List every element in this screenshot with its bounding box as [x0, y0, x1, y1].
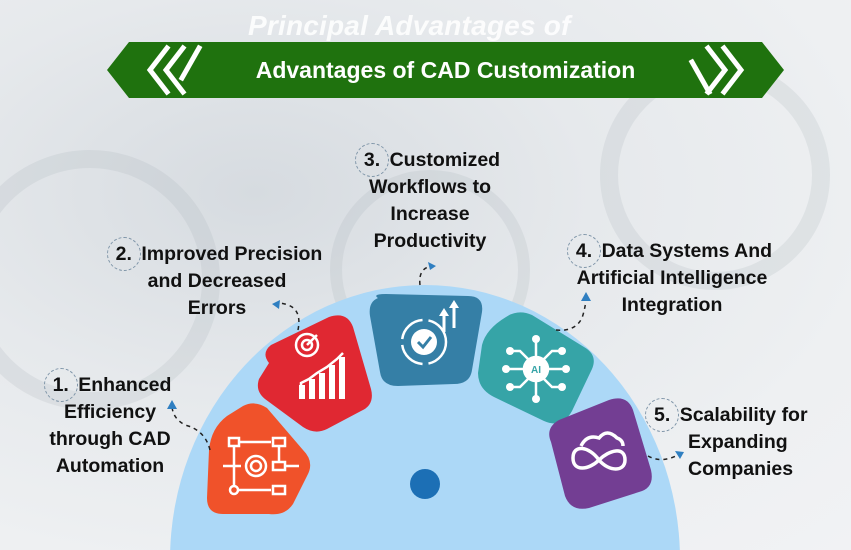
advantage-label-5: 5. Scalability for Expanding Companies [644, 398, 840, 483]
ai-network-icon [508, 341, 564, 397]
banner-shape [107, 42, 784, 98]
number-badge: 2. [106, 237, 141, 271]
cloud-infinity-icon [571, 431, 627, 471]
ghost-title: Principal Advantages of [248, 10, 571, 41]
banner-title: Advantages of CAD Customization [255, 57, 636, 83]
center-dot [410, 469, 440, 499]
number-badge: 1. [43, 368, 78, 402]
target-growth-chart-icon [294, 332, 344, 397]
arrowhead-icon [167, 262, 684, 459]
advantage-label-2: 2. Improved Precision and Decreased Erro… [92, 237, 342, 322]
title-banner: Advantages of CAD Customization [107, 42, 784, 98]
advantage-label-3: 3. Customized Workflows to Increase Prod… [340, 143, 520, 255]
tile-4: AI [478, 312, 594, 424]
tile-3 [369, 294, 483, 386]
number-badge: 5. [644, 398, 680, 432]
advantage-label-1: 1. Enhanced Efficiency through CAD Autom… [43, 368, 172, 477]
tile-5 [549, 398, 652, 509]
workflow-gear-icon [223, 436, 299, 496]
number-badge: 4. [566, 234, 602, 268]
tile-1 [207, 403, 311, 515]
advantage-label-4: 4. Data Systems And Artificial Intellige… [548, 234, 796, 319]
tile-2 [257, 315, 372, 432]
chevrons-left-icon [146, 44, 203, 96]
gear-check-arrows-up-icon [400, 300, 459, 366]
chevrons-right-icon [688, 44, 745, 96]
number-badge: 3. [354, 143, 390, 177]
svg-text:AI: AI [531, 365, 541, 376]
